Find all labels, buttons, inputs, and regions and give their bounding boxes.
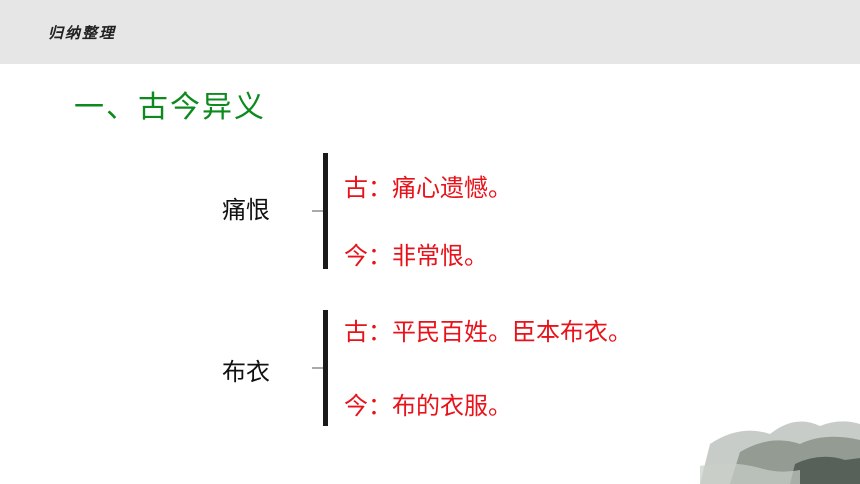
definition-modern-2: 今：布的衣服。 [344, 392, 512, 420]
term-1: 痛恨 [222, 196, 270, 224]
term-2: 布衣 [222, 358, 270, 386]
section-title: 一、古今异义 [74, 90, 266, 125]
brace-2 [323, 310, 328, 426]
brace-tick-1 [312, 210, 326, 212]
definition-ancient-2: 古：平民百姓。臣本布衣。 [344, 318, 632, 346]
brace-1 [323, 153, 328, 269]
header-bar: 归纳整理 [0, 0, 860, 64]
brace-tick-2 [312, 367, 326, 369]
header-title: 归纳整理 [48, 24, 117, 42]
definition-modern-1: 今：非常恨。 [344, 242, 488, 270]
ink-landscape-decoration [700, 421, 860, 484]
definition-ancient-1: 古：痛心遗憾。 [344, 174, 512, 202]
